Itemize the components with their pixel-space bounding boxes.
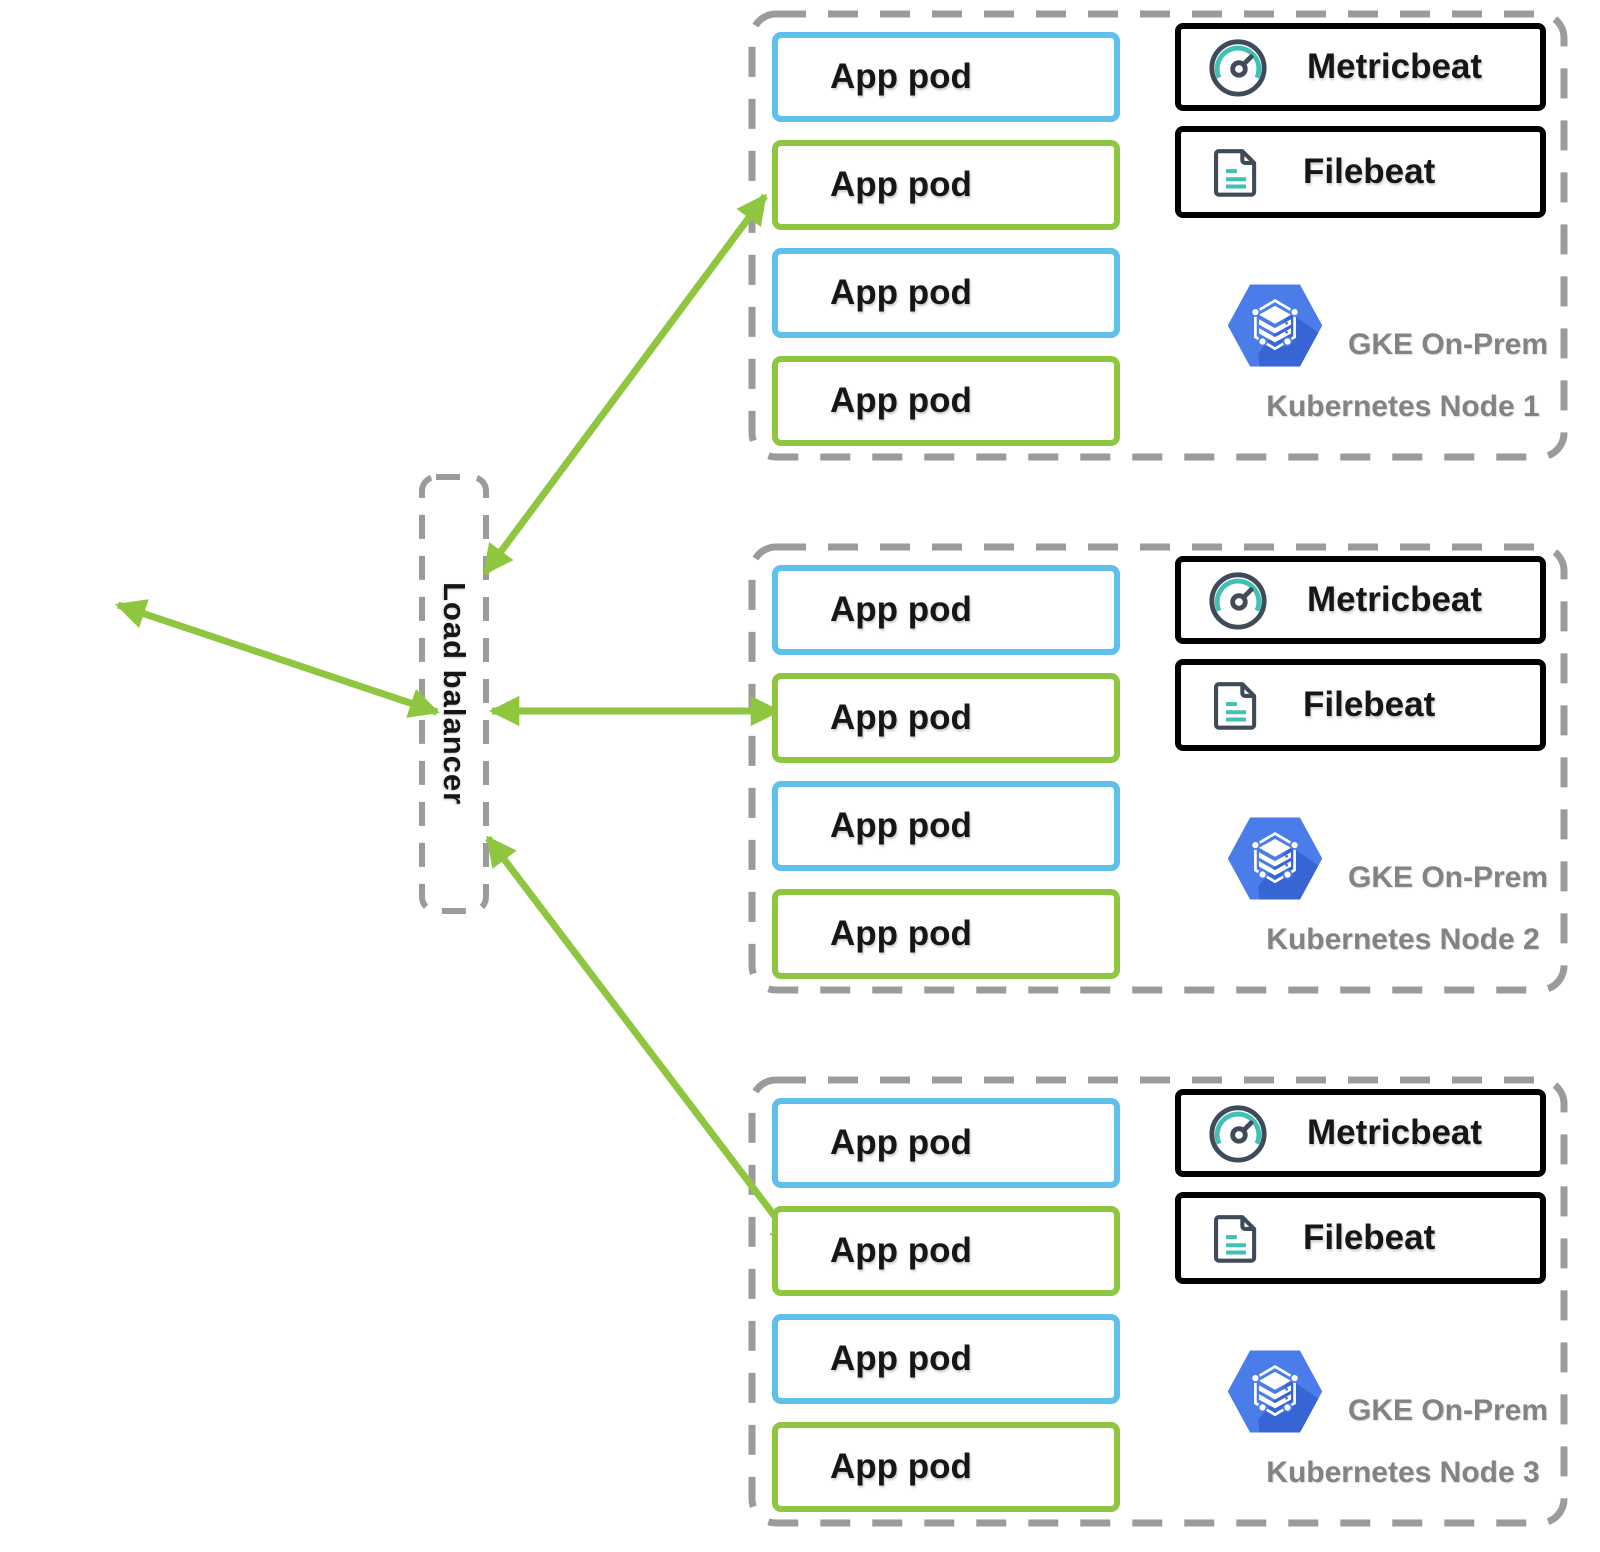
app-pod-label: App pod <box>830 698 972 737</box>
app-pod: App pod <box>772 248 1120 338</box>
gke-on-prem-hexagon-icon <box>1227 1350 1323 1433</box>
filebeat-box: Filebeat <box>1175 659 1546 751</box>
metricbeat-box: Metricbeat <box>1175 1089 1546 1177</box>
app-pod-label: App pod <box>830 165 972 204</box>
app-pod-label: App pod <box>830 1339 972 1378</box>
gke-on-prem-label: GKE On-Prem <box>1348 861 1549 894</box>
gauge-icon <box>1209 572 1267 630</box>
app-pod-label: App pod <box>830 806 972 845</box>
gauge-icon <box>1209 39 1267 97</box>
log-document-icon <box>1214 682 1257 730</box>
log-document-icon <box>1214 149 1257 197</box>
metricbeat-label: Metricbeat <box>1307 580 1483 619</box>
app-pod-label: App pod <box>830 590 972 629</box>
node-label: Kubernetes Node 1 <box>1266 390 1540 423</box>
gauge-icon <box>1209 1105 1267 1163</box>
app-pod: App pod <box>772 565 1120 655</box>
app-pod-label: App pod <box>830 1447 972 1486</box>
app-pod: App pod <box>772 1098 1120 1188</box>
filebeat-box: Filebeat <box>1175 1192 1546 1284</box>
app-pod: App pod <box>772 1422 1120 1512</box>
kubernetes-node-2: App pod App pod App pod App pod Metricbe… <box>748 547 1560 990</box>
gke-on-prem-hexagon-icon <box>1227 817 1323 900</box>
filebeat-label: Filebeat <box>1303 685 1436 724</box>
filebeat-label: Filebeat <box>1303 152 1436 191</box>
metricbeat-box: Metricbeat <box>1175 23 1546 111</box>
app-pod: App pod <box>772 781 1120 871</box>
log-document-icon <box>1214 1215 1257 1263</box>
filebeat-label: Filebeat <box>1303 1218 1436 1257</box>
node-label: Kubernetes Node 2 <box>1266 923 1540 956</box>
app-pod: App pod <box>772 32 1120 122</box>
node-label: Kubernetes Node 3 <box>1266 1456 1540 1489</box>
filebeat-box: Filebeat <box>1175 126 1546 218</box>
app-pod-label: App pod <box>830 1231 972 1270</box>
app-pod-label: App pod <box>830 273 972 312</box>
app-pod-label: App pod <box>830 914 972 953</box>
app-pod: App pod <box>772 140 1120 230</box>
app-pod: App pod <box>772 1206 1120 1296</box>
gke-on-prem-label: GKE On-Prem <box>1348 328 1549 361</box>
metricbeat-box: Metricbeat <box>1175 556 1546 644</box>
load-balancer-label: Load balancer <box>437 582 472 806</box>
app-pod-label: App pod <box>830 381 972 420</box>
app-pod-label: App pod <box>830 1123 972 1162</box>
app-pod: App pod <box>772 356 1120 446</box>
app-pod: App pod <box>772 889 1120 979</box>
gke-on-prem-label: GKE On-Prem <box>1348 1394 1549 1427</box>
kubernetes-node-3: App pod App pod App pod App pod Metricbe… <box>748 1080 1560 1523</box>
app-pod: App pod <box>772 673 1120 763</box>
app-pod: App pod <box>772 1314 1120 1404</box>
gke-on-prem-hexagon-icon <box>1227 284 1323 367</box>
metricbeat-label: Metricbeat <box>1307 1113 1483 1152</box>
metricbeat-label: Metricbeat <box>1307 47 1483 86</box>
arrow-client-to-loadbalancer <box>115 599 440 718</box>
arrow-loadbalancer-to-node1 <box>482 193 768 576</box>
load-balancer: Load balancer <box>422 477 486 911</box>
kubernetes-node-1: App pod App pod App pod App pod Metricbe… <box>748 14 1560 457</box>
app-pod-label: App pod <box>830 57 972 96</box>
